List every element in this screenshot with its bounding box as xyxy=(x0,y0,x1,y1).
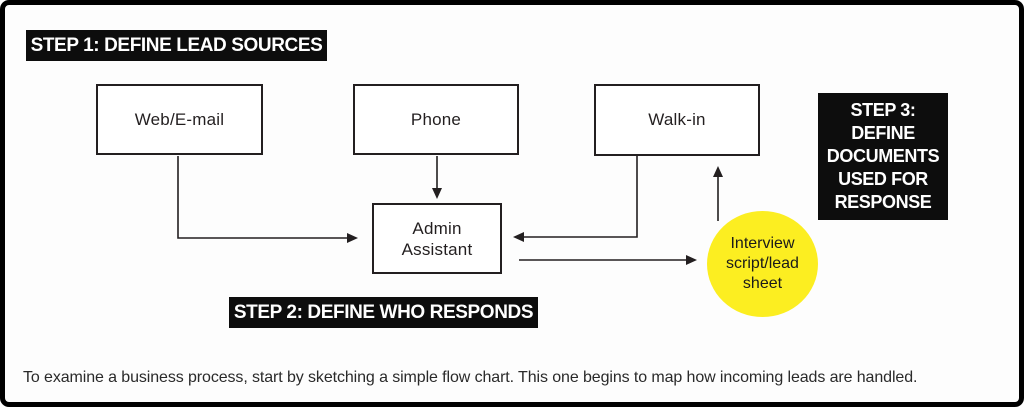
figure-caption: To examine a business process, start by … xyxy=(23,369,918,386)
step3-line-2: DEFINE xyxy=(851,123,915,143)
step2-label-text: STEP 2: DEFINE WHO RESPONDS xyxy=(233,301,534,323)
node-interview-sheet-label: Interview script/lead sheet xyxy=(726,235,799,292)
arrowhead-web-to-admin xyxy=(347,233,358,243)
node-admin-assistant-label: Admin Assistant xyxy=(401,218,473,259)
step3-line-3: DOCUMENTS xyxy=(826,146,940,166)
arrowhead-sheet-to-walkin xyxy=(713,166,723,177)
step3-line-5: RESPONSE xyxy=(834,192,932,212)
arrowhead-phone-to-admin xyxy=(432,188,442,199)
step1-label: STEP 1: DEFINE LEAD SOURCES xyxy=(26,30,327,61)
step3-line-1: STEP 3: xyxy=(850,100,916,120)
arrowhead-walkin-to-admin xyxy=(513,232,524,242)
arrowhead-admin-to-sheet xyxy=(686,255,697,265)
step3-label: STEP 3: DEFINE DOCUMENTS USED FOR RESPON… xyxy=(818,93,948,220)
step3-line-4: USED FOR xyxy=(838,169,928,189)
node-admin-assistant: Admin Assistant xyxy=(372,203,502,274)
node-phone-label: Phone xyxy=(410,109,462,129)
node-walk-in: Walk-in xyxy=(594,84,760,156)
node-walk-in-label: Walk-in xyxy=(648,110,706,129)
step2-label: STEP 2: DEFINE WHO RESPONDS xyxy=(229,297,538,328)
node-web-email-label: Web/E-mail xyxy=(134,109,225,129)
step1-label-text: STEP 1: DEFINE LEAD SOURCES xyxy=(30,34,323,56)
arrow-walkin-to-admin xyxy=(524,156,638,238)
arrow-web-to-admin xyxy=(177,156,348,239)
node-web-email: Web/E-mail xyxy=(96,84,263,155)
node-interview-sheet: Interview script/lead sheet xyxy=(707,211,818,317)
node-phone: Phone xyxy=(353,84,519,155)
